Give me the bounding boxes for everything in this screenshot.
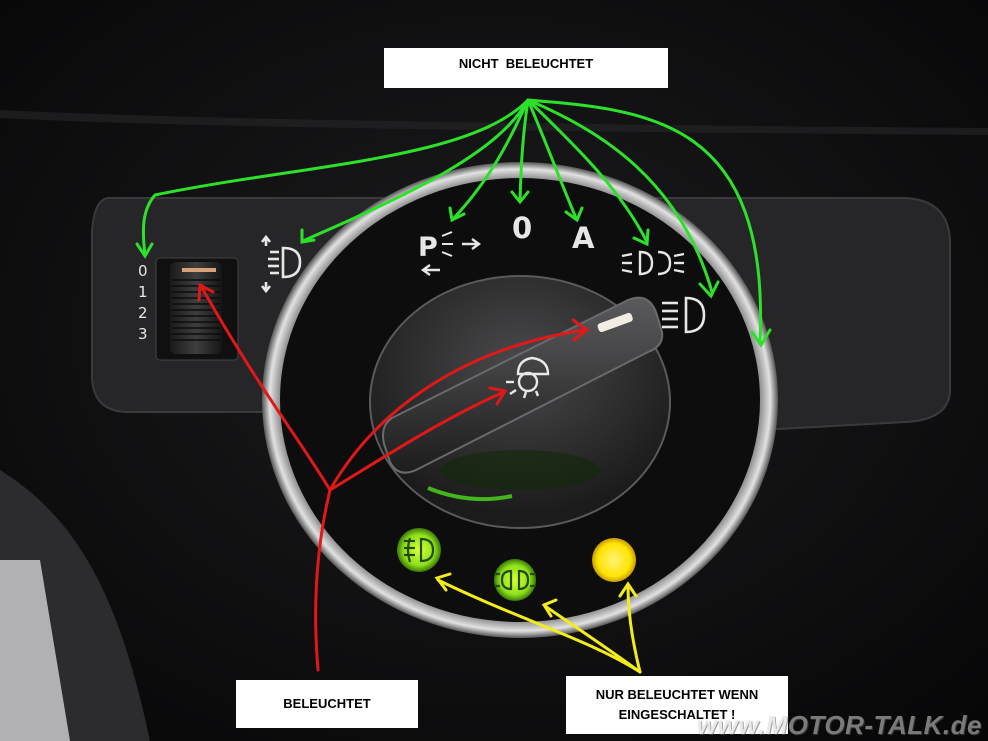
position-label-0: 0 — [512, 211, 532, 245]
label-not-illuminated-text: NICHT BELEUCHTET — [458, 56, 594, 71]
switch-position-labels: P 0 A — [418, 211, 706, 334]
dimmer-wheel — [170, 262, 222, 354]
indicator-lights — [397, 528, 636, 601]
red-annotation-arrows — [197, 282, 590, 672]
dimmer-scale-3: 3 — [138, 325, 148, 343]
right-arrow-icon — [462, 238, 482, 250]
headlight-range-icon — [260, 234, 302, 294]
low-beam-icon — [621, 250, 685, 276]
label-illuminated-text: BELEUCHTET — [283, 695, 371, 711]
dimmer-scale-0: 0 — [138, 262, 148, 280]
fog-light-indicator — [397, 528, 441, 572]
knob-green-glow — [427, 486, 513, 502]
left-edge-light — [0, 560, 70, 741]
dimmer-section: 0 1 2 3 — [138, 234, 302, 361]
fog-light-icon — [404, 537, 435, 563]
rear-fog-light-icon — [494, 569, 536, 591]
label-illuminated: BELEUCHTET — [236, 680, 418, 728]
knob-pointer — [597, 312, 633, 333]
dimmer-scale-2: 2 — [138, 304, 148, 322]
parking-light-icon — [441, 231, 453, 257]
high-beam-icon — [662, 296, 706, 334]
rotary-knob — [369, 275, 671, 529]
dimmer-scale-1: 1 — [138, 283, 148, 301]
interior-light-icon — [506, 356, 550, 399]
position-label-P: P — [418, 232, 438, 263]
label-only-when-on: NUR BELEUCHTET WENN EINGESCHALTET ! — [566, 676, 788, 734]
knob-grip-bar — [382, 296, 664, 474]
dimmer-marker — [182, 268, 216, 272]
yellow-annotation-arrows — [434, 572, 642, 674]
position-label-A: A — [572, 221, 595, 255]
watermark: www.MOTOR-TALK.de — [696, 710, 982, 740]
label-only-when-on-line1: NUR BELEUCHTET WENN — [595, 686, 759, 702]
label-not-illuminated: NICHT BELEUCHTET — [384, 48, 668, 88]
rear-fog-indicator — [494, 559, 536, 601]
green-annotation-arrows — [135, 98, 772, 348]
yellow-indicator — [592, 538, 636, 582]
label-only-when-on-line2: EINGESCHALTET ! — [618, 707, 736, 722]
left-arrow-icon — [420, 264, 440, 276]
